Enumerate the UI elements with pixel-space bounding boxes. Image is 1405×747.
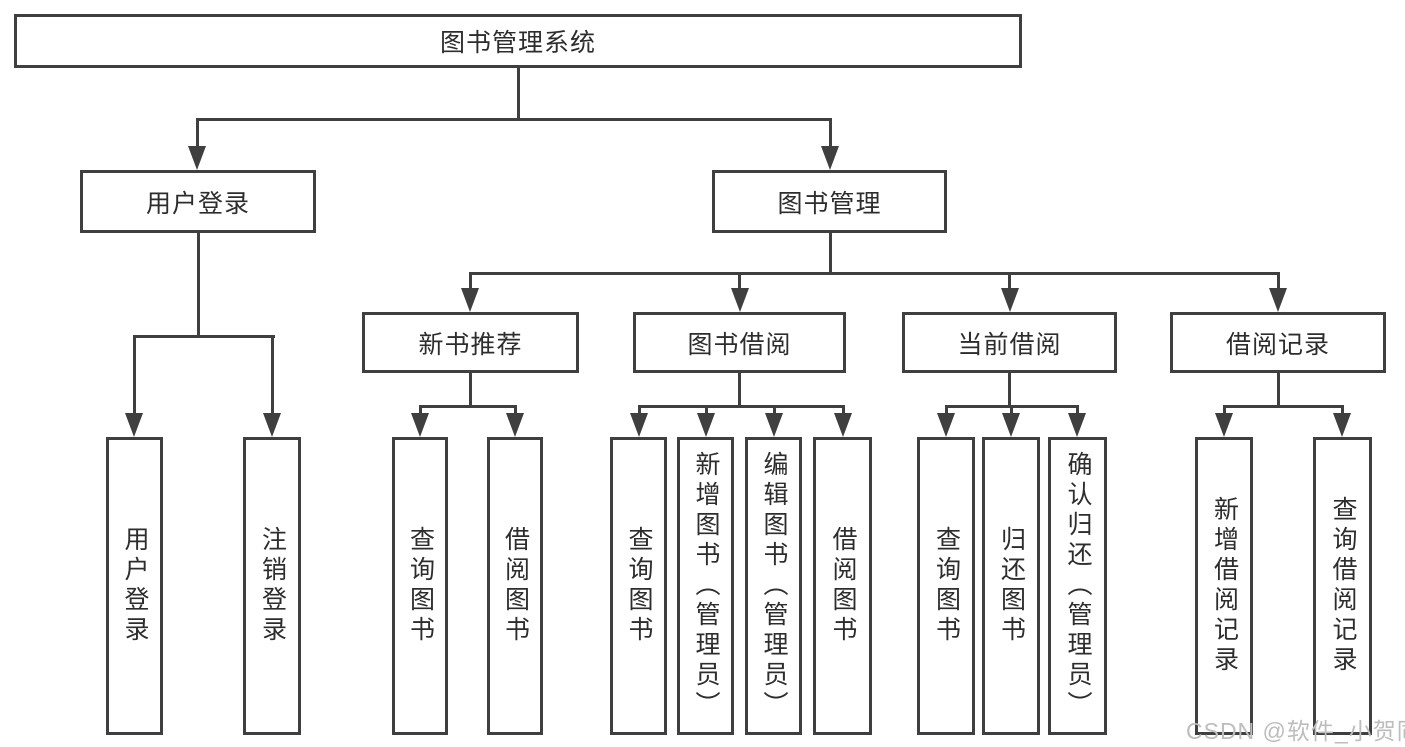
node-leaf-user-login: 用户登录 xyxy=(106,437,163,735)
connector-branch-leaf xyxy=(772,405,776,417)
arrowhead-down-icon xyxy=(821,146,839,170)
arrowhead-down-icon xyxy=(765,413,783,437)
node-borrowing-records-label: 借阅记录 xyxy=(1225,330,1330,359)
node-leaf-return-books: 归还图书 xyxy=(982,437,1040,735)
node-leaf-query-books-2: 查询图书 xyxy=(610,437,667,735)
arrowhead-down-icon xyxy=(461,288,479,312)
connector-branch-leaf xyxy=(841,405,845,417)
connector-branch-leaf xyxy=(513,405,517,417)
connector-current-borrow-stem xyxy=(1008,373,1011,408)
node-current-borrowing-label: 当前借阅 xyxy=(957,330,1062,359)
connector-root-branch-user-login xyxy=(195,118,199,150)
arrowhead-down-icon xyxy=(411,413,429,437)
node-leaf-query-books-3-label: 查询图书 xyxy=(932,526,961,646)
node-leaf-query-books-2-label: 查询图书 xyxy=(625,526,653,646)
node-leaf-borrow-books-1: 借阅图书 xyxy=(487,437,543,735)
node-book-management-label: 图书管理 xyxy=(777,189,882,218)
arrowhead-down-icon xyxy=(263,413,281,437)
connector-root-hbar xyxy=(195,118,832,121)
node-leaf-add-books-admin-label: 新增图书（管理员） xyxy=(692,451,720,721)
node-leaf-query-books-1-label: 查询图书 xyxy=(406,526,435,646)
node-new-book-recommend-label: 新书推荐 xyxy=(418,330,523,359)
arrowhead-down-icon xyxy=(937,413,955,437)
connector-book-mgmt-hbar xyxy=(468,272,1280,275)
node-leaf-query-borrow-record-label: 查询借阅记录 xyxy=(1329,496,1357,676)
node-borrowing-records: 借阅记录 xyxy=(1170,312,1386,373)
arrowhead-down-icon xyxy=(188,146,206,170)
arrowhead-down-icon xyxy=(125,413,143,437)
node-leaf-borrow-books-2: 借阅图书 xyxy=(813,437,872,735)
arrowhead-down-icon xyxy=(1269,288,1287,312)
arrowhead-down-icon xyxy=(1000,288,1019,312)
node-book-management: 图书管理 xyxy=(712,170,947,233)
node-leaf-add-borrow-record: 新增借阅记录 xyxy=(1195,437,1253,735)
connector-root-branch-book-mgmt xyxy=(828,118,832,150)
node-user-login: 用户登录 xyxy=(80,170,316,233)
arrowhead-down-icon xyxy=(697,413,715,437)
connector-branch-new-book xyxy=(468,272,472,292)
arrowhead-down-icon xyxy=(834,413,852,437)
node-leaf-edit-books-admin-label: 编辑图书（管理员） xyxy=(760,451,788,721)
connector-book-borrow-stem xyxy=(738,373,741,408)
node-leaf-query-borrow-record: 查询借阅记录 xyxy=(1313,437,1372,735)
connector-branch-leaf xyxy=(1340,405,1344,417)
connector-user-login-hbar xyxy=(132,335,275,338)
arrowhead-down-icon xyxy=(1215,413,1233,437)
node-leaf-query-books-3: 查询图书 xyxy=(917,437,975,735)
connector-branch-leaf xyxy=(1222,405,1226,417)
arrowhead-down-icon xyxy=(1068,413,1086,437)
connector-branch-leaf xyxy=(944,405,948,417)
node-leaf-borrow-books-1-label: 借阅图书 xyxy=(501,526,530,646)
node-leaf-confirm-return-admin-label: 确认归还（管理员） xyxy=(1064,451,1092,721)
watermark-text: CSDN @软件_小贺同学 xyxy=(1186,718,1405,744)
connector-branch-leaf xyxy=(1075,405,1079,417)
connector-branch-login-leaf xyxy=(132,335,136,415)
arrowhead-down-icon xyxy=(1002,413,1020,437)
arrowhead-down-icon xyxy=(630,413,648,437)
node-leaf-logout: 注销登录 xyxy=(243,437,301,735)
node-leaf-add-borrow-record-label: 新增借阅记录 xyxy=(1210,496,1239,676)
node-leaf-return-books-label: 归还图书 xyxy=(997,526,1026,646)
connector-branch-logout-leaf xyxy=(270,335,274,415)
node-leaf-borrow-books-2-label: 借阅图书 xyxy=(829,526,857,646)
connector-new-book-stem xyxy=(469,373,472,408)
node-leaf-add-books-admin: 新增图书（管理员） xyxy=(677,437,734,735)
arrowhead-down-icon xyxy=(1333,413,1351,437)
node-leaf-user-login-label: 用户登录 xyxy=(121,526,149,646)
node-book-borrowing: 图书借阅 xyxy=(633,312,846,373)
node-book-borrowing-label: 图书借阅 xyxy=(687,330,792,359)
arrowhead-down-icon xyxy=(506,413,524,437)
connector-book-borrow-hbar xyxy=(637,405,845,408)
connector-branch-book-borrow xyxy=(738,272,741,292)
node-leaf-edit-books-admin: 编辑图书（管理员） xyxy=(745,437,802,735)
node-current-borrowing: 当前借阅 xyxy=(902,312,1117,373)
connector-root-stem xyxy=(516,68,520,121)
node-new-book-recommend: 新书推荐 xyxy=(362,312,579,373)
node-library-system: 图书管理系统 xyxy=(14,14,1022,68)
connector-branch-leaf xyxy=(1009,405,1013,417)
node-leaf-confirm-return-admin: 确认归还（管理员） xyxy=(1048,437,1107,735)
node-leaf-query-books-1: 查询图书 xyxy=(392,437,448,735)
node-leaf-logout-label: 注销登录 xyxy=(258,526,287,646)
node-user-login-label: 用户登录 xyxy=(145,189,250,218)
connector-branch-leaf xyxy=(418,405,422,417)
connector-book-mgmt-stem xyxy=(828,233,832,275)
connector-branch-borrow-records xyxy=(1276,272,1280,292)
connector-branch-current-borrow xyxy=(1008,272,1011,292)
arrowhead-down-icon xyxy=(730,288,749,312)
connector-borrow-records-hbar xyxy=(1222,405,1344,408)
connector-new-book-hbar xyxy=(418,405,517,408)
connector-user-login-stem xyxy=(196,233,200,338)
connector-branch-leaf xyxy=(637,405,641,417)
connector-borrow-records-stem xyxy=(1276,373,1280,408)
connector-branch-leaf xyxy=(704,405,708,417)
node-library-system-label: 图书管理系统 xyxy=(439,29,596,57)
